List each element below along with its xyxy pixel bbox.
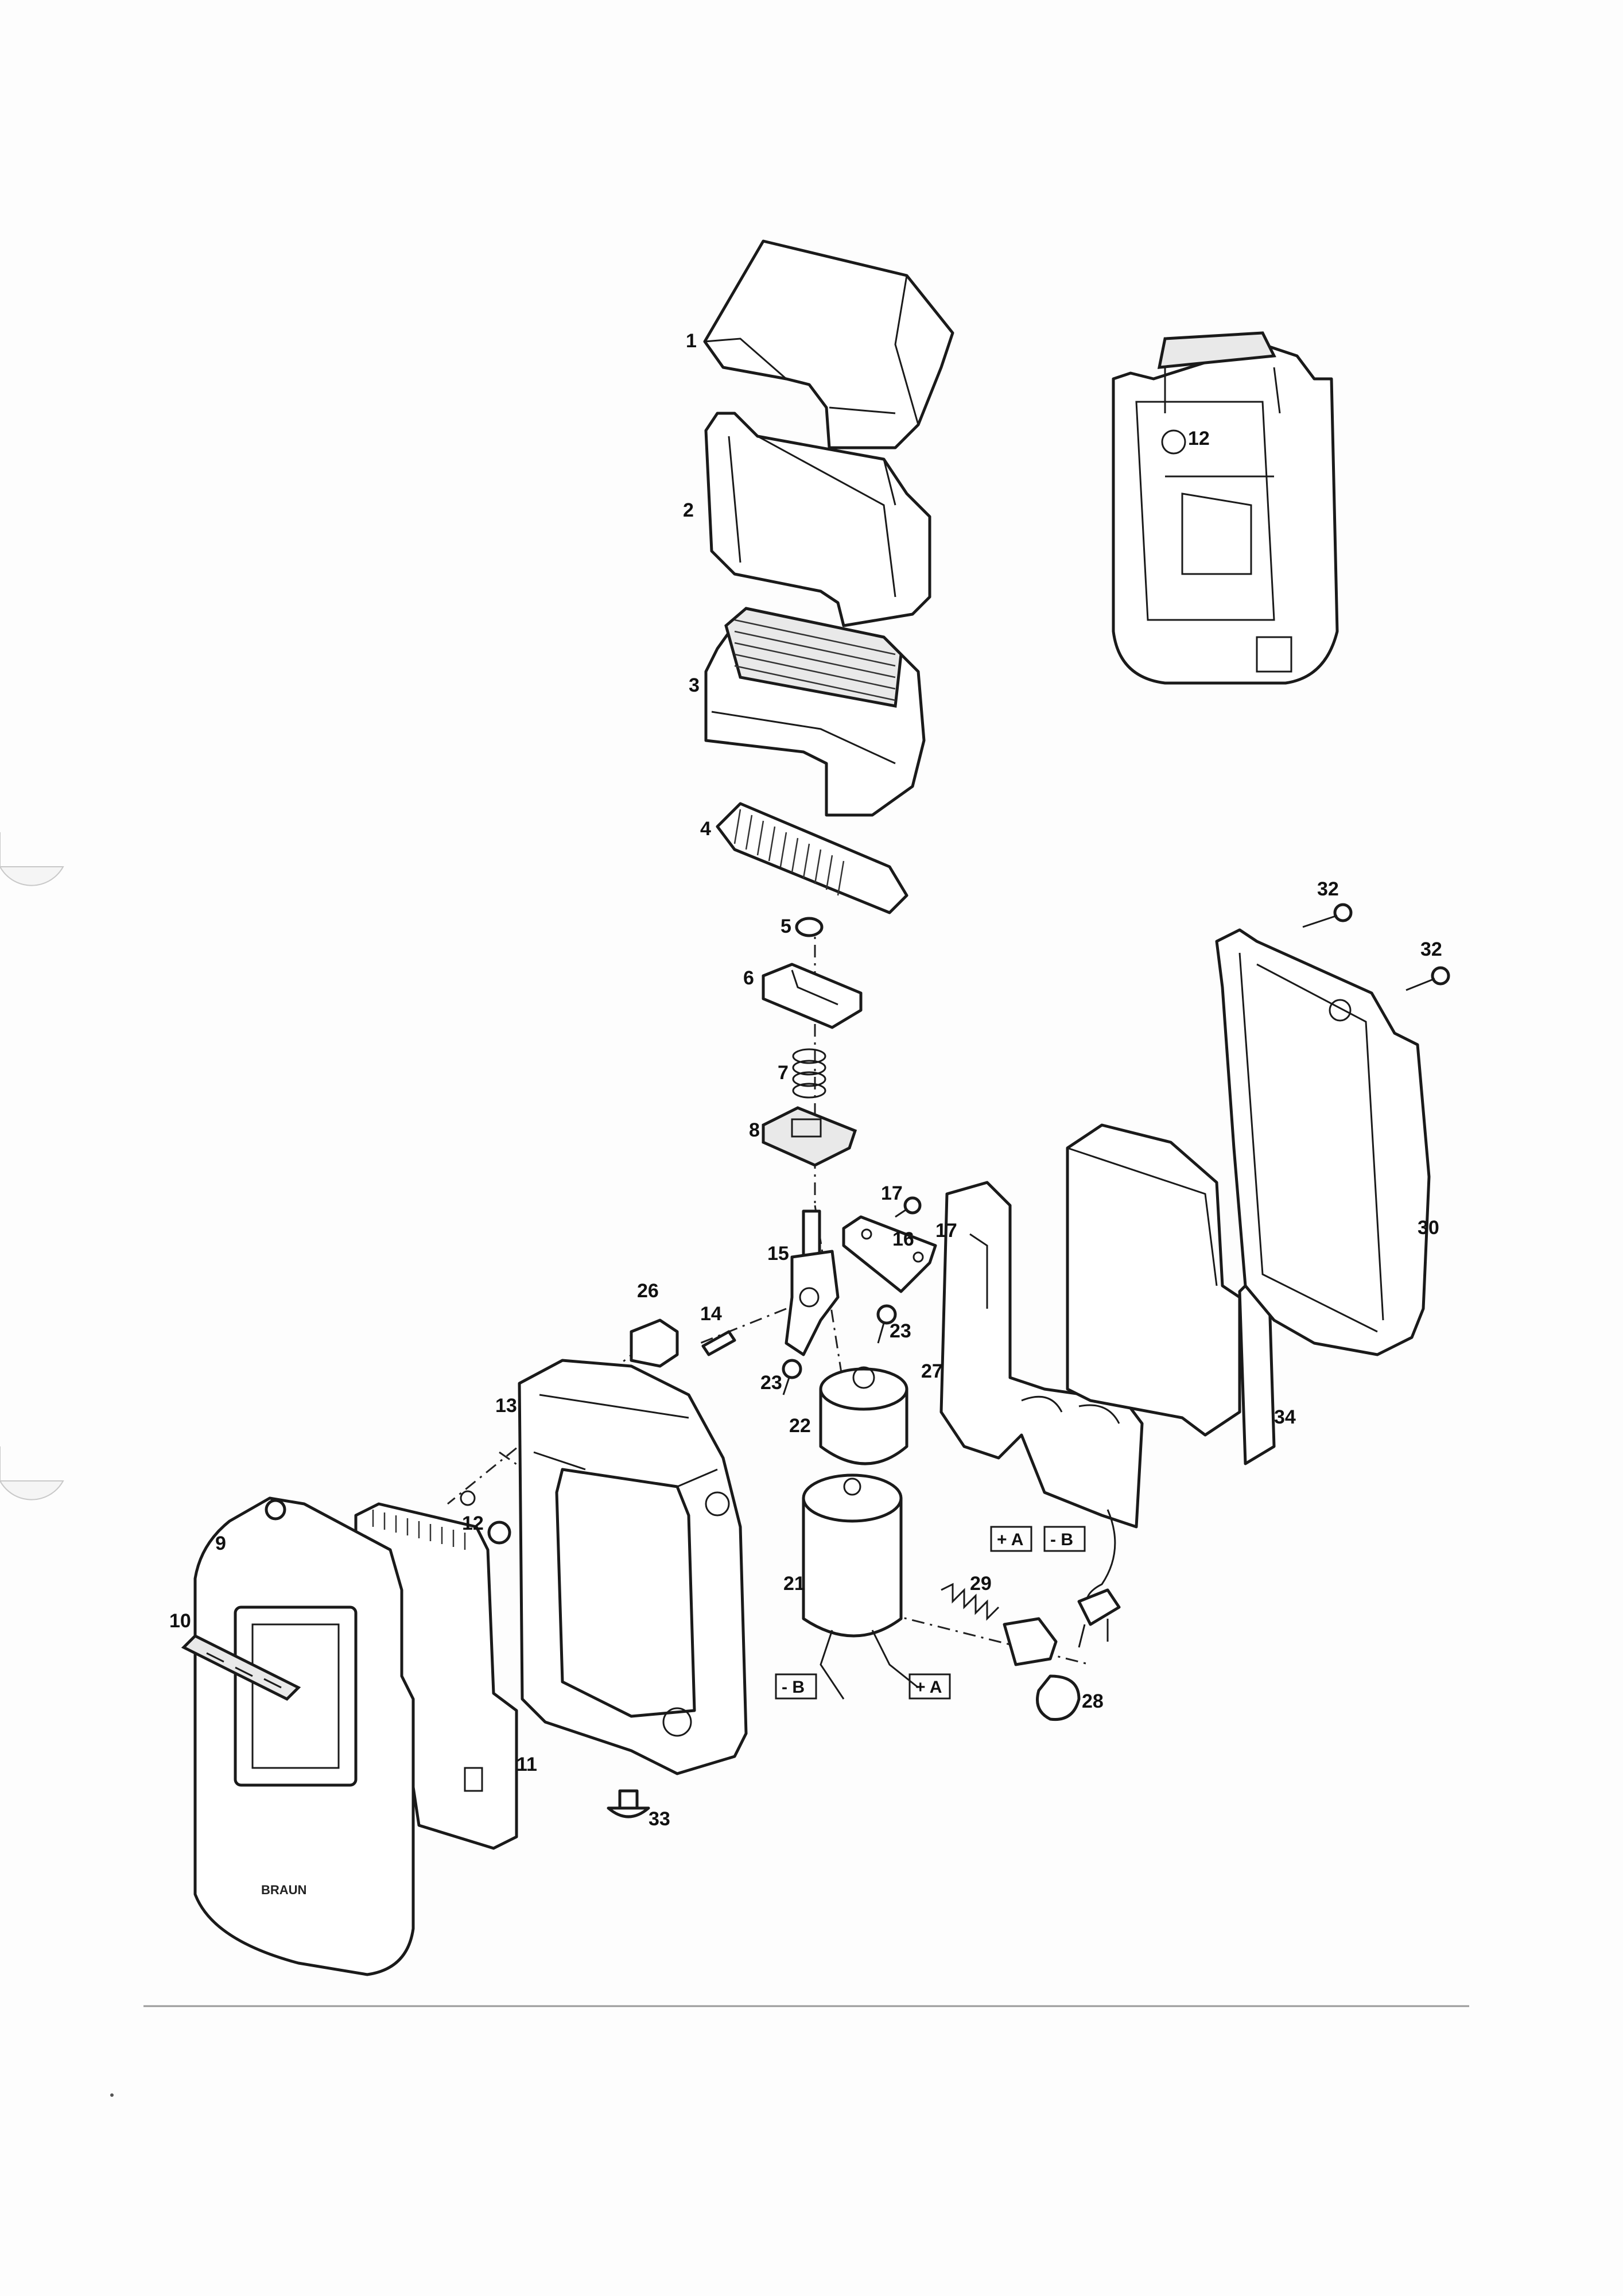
callout-15: 15	[767, 1243, 789, 1265]
callout-7: 7	[778, 1062, 789, 1084]
callout-12-inset: 12	[1188, 428, 1210, 449]
part-22-motor-gear	[819, 1366, 908, 1465]
part-30-rear-housing	[1215, 928, 1431, 1356]
callout-30: 30	[1418, 1217, 1439, 1239]
callout-16: 16	[892, 1228, 914, 1250]
callout-34: 34	[1274, 1406, 1296, 1428]
part-21-motor	[802, 1473, 919, 1700]
callout-22: 22	[789, 1415, 811, 1437]
callout-5: 5	[781, 916, 791, 937]
part-29-spring	[941, 1583, 1000, 1621]
part-15-drive-link	[785, 1209, 840, 1356]
callout-12: 12	[462, 1512, 484, 1534]
punch-hole-bottom	[0, 1446, 64, 1500]
part-28-switch	[1003, 1617, 1081, 1721]
callout-2: 2	[683, 499, 694, 521]
inner-sleeve	[1066, 1123, 1241, 1437]
part-9-front-housing: BRAUN	[193, 1496, 415, 1976]
part-3-shaving-foil	[704, 607, 926, 817]
callout-32b: 32	[1420, 938, 1442, 960]
part-16-bracket	[842, 1215, 937, 1293]
callout-8: 8	[749, 1119, 760, 1141]
stray-dot	[110, 2093, 114, 2097]
callout-17b: 17	[935, 1220, 957, 1242]
callout-6: 6	[743, 967, 754, 989]
part-23-screws	[782, 1304, 897, 1395]
callout-32a: 32	[1317, 878, 1339, 900]
callout-23b: 23	[760, 1372, 782, 1394]
part-14-pin	[701, 1330, 736, 1356]
callout-29: 29	[970, 1573, 992, 1595]
part-7-spring	[792, 1048, 826, 1099]
svg-text:+ A: + A	[915, 1678, 942, 1697]
callout-14: 14	[700, 1303, 722, 1325]
terminal-motor-plus: + A	[908, 1673, 951, 1700]
terminal-motor-minus: - B	[775, 1673, 817, 1700]
callout-21: 21	[783, 1573, 805, 1595]
svg-text:- B: - B	[1050, 1530, 1073, 1549]
callout-1: 1	[686, 330, 697, 352]
callout-3: 3	[689, 674, 700, 696]
part-10-badge	[181, 1634, 301, 1701]
callout-26: 26	[637, 1280, 659, 1302]
part-26-button	[630, 1318, 679, 1368]
part-2-shaving-frame	[704, 412, 931, 627]
terminal-board-minus: - B	[1043, 1526, 1086, 1552]
svg-text:+ A: + A	[997, 1530, 1023, 1549]
callout-4: 4	[700, 818, 711, 840]
svg-text:- B: - B	[782, 1678, 805, 1697]
part-32-screws	[1302, 903, 1450, 991]
part-33-screw	[607, 1789, 650, 1818]
callout-10: 10	[169, 1610, 191, 1632]
detail-inset-frame	[1112, 331, 1339, 685]
callout-9: 9	[215, 1533, 226, 1554]
part-13-chassis-frame	[518, 1359, 748, 1775]
part-5-clip	[795, 917, 824, 937]
callout-27: 27	[921, 1360, 943, 1382]
callout-13: 13	[495, 1395, 517, 1417]
callout-28: 28	[1082, 1690, 1104, 1712]
callout-17a: 17	[881, 1182, 903, 1204]
callout-23a: 23	[890, 1320, 911, 1342]
part-27-circuit-board	[939, 1181, 1144, 1529]
part-12-clip	[460, 1490, 511, 1545]
part-6-holder	[762, 963, 863, 1029]
terminal-board-plus: + A	[990, 1526, 1032, 1552]
power-cord-and-plug	[1077, 1509, 1121, 1648]
punch-hole-top	[0, 832, 64, 886]
part-8-oscillator-base	[762, 1106, 857, 1167]
brand-mark: BRAUN	[261, 1883, 306, 1897]
callout-33: 33	[649, 1808, 670, 1830]
callout-11: 11	[517, 1754, 537, 1775]
part-1-cover-cap	[703, 239, 954, 449]
part-4-cutter-block	[716, 802, 908, 914]
